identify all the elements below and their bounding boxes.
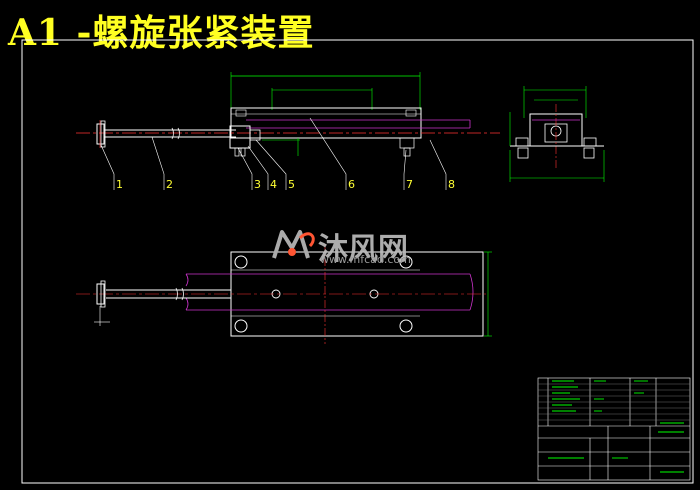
watermark-brand: 沐风网 <box>318 232 408 267</box>
part-label-6: 6 <box>348 178 355 191</box>
part-labels: 1 2 3 4 5 6 7 8 <box>116 178 455 191</box>
part-label-8: 8 <box>448 178 455 191</box>
side-view <box>509 86 605 182</box>
sheet-border <box>21 39 694 484</box>
drawing-title: A1 -螺旋张紧装置 <box>8 12 315 54</box>
part-label-4: 4 <box>270 178 277 191</box>
front-view <box>76 72 500 190</box>
top-view <box>76 244 492 344</box>
watermark-logo-icon <box>272 230 315 259</box>
title-block <box>537 377 691 481</box>
part-label-3: 3 <box>254 178 261 191</box>
part-label-5: 5 <box>288 178 295 191</box>
part-label-7: 7 <box>406 178 413 191</box>
part-label-1: 1 <box>116 178 123 191</box>
part-label-2: 2 <box>166 178 173 191</box>
watermark-url: www.mfcad.com <box>320 253 411 266</box>
